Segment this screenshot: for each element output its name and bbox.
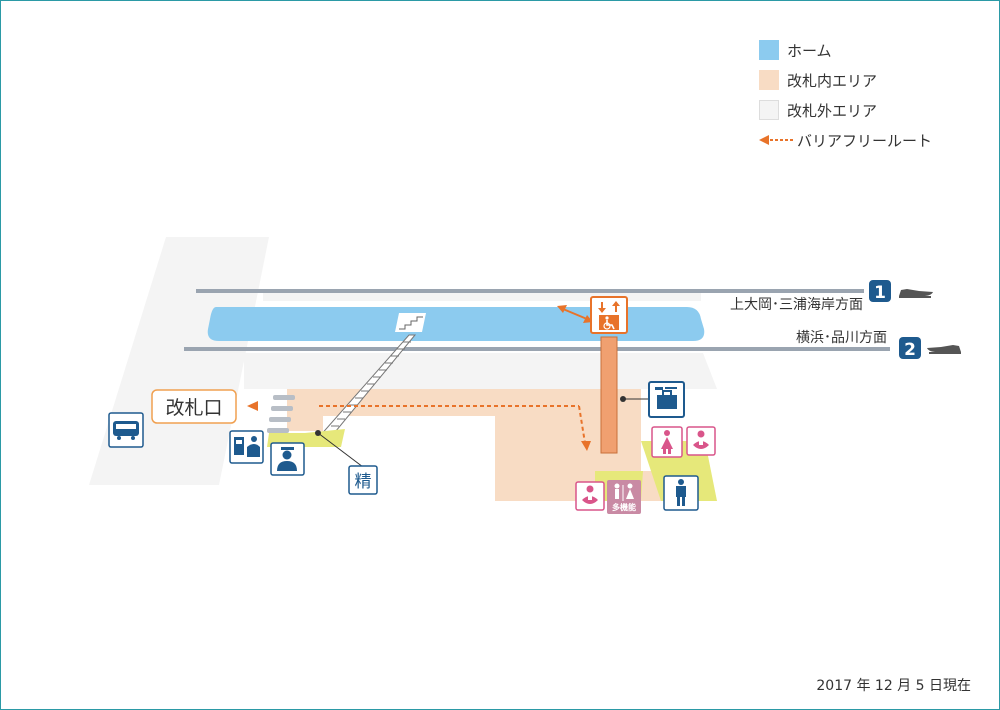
- track-1-rail: [196, 289, 864, 293]
- ticket-gate-label: 改札口: [151, 389, 237, 424]
- track-1-direction: 上大岡･三浦海岸方面: [730, 297, 863, 313]
- baby-care-icon[interactable]: [686, 426, 716, 456]
- inside-area: [287, 389, 641, 501]
- train-icon: [899, 289, 933, 298]
- station-staff-icon[interactable]: [270, 442, 305, 476]
- stairs-steps: [399, 316, 423, 330]
- legend-swatch-outside: [759, 100, 779, 120]
- date-stamp: 2017 年 12 月 5 日現在: [816, 678, 971, 694]
- elevator-icon[interactable]: [590, 296, 628, 334]
- mens-toilet-icon[interactable]: [663, 475, 699, 511]
- locker-leader-dot: [620, 396, 626, 402]
- legend-item-route: バリアフリールート: [759, 129, 932, 151]
- fare-adjust-text: 精: [355, 472, 372, 492]
- ticket-machine-icon[interactable]: [229, 430, 264, 464]
- route-arrowhead-gate: [247, 401, 258, 411]
- outside-concourse: [244, 353, 717, 389]
- route-arrowhead-down: [581, 441, 591, 451]
- fare-adjustment-icon[interactable]: 精: [348, 465, 378, 495]
- bus-icon[interactable]: [108, 412, 144, 448]
- legend-item-outside: 改札外エリア: [759, 99, 877, 121]
- legend-label-platform: ホーム: [787, 41, 832, 60]
- track-2-number: 2: [904, 340, 916, 360]
- ticket-gates: [267, 395, 295, 433]
- elevator-shaft: [600, 336, 618, 454]
- route-elevator-link: [562, 308, 588, 320]
- stair-treads: [331, 341, 411, 427]
- multipurpose-toilet-icon[interactable]: 多機能: [607, 480, 641, 514]
- track-1-number: 1: [874, 283, 886, 303]
- legend-item-platform: ホーム: [759, 39, 832, 61]
- legend-label-outside: 改札外エリア: [787, 101, 878, 120]
- train-icon-track-2: [927, 345, 961, 354]
- legend-swatch-platform: [759, 40, 779, 60]
- track-1-badge: 1: [869, 280, 891, 303]
- multipurpose-label: 多機能: [612, 502, 636, 512]
- fare-adjust-dot: [315, 430, 321, 436]
- ticket-gate-text: 改札口: [165, 397, 222, 419]
- track-2-rail: [184, 347, 890, 351]
- legend-item-inside: 改札内エリア: [759, 69, 877, 91]
- platform: [207, 307, 705, 341]
- track-2-badge: 2: [899, 337, 921, 360]
- route-arrowhead-left: [557, 305, 567, 313]
- fare-adjust-leader: [317, 432, 364, 468]
- legend-swatch-inside: [759, 70, 779, 90]
- legend-label-inside: 改札内エリア: [787, 71, 878, 90]
- route-arrow-icon: [759, 135, 793, 145]
- fare-yellow-zone: [301, 429, 345, 447]
- track-2-direction: 横浜･品川方面: [796, 330, 887, 346]
- locker-icon[interactable]: [648, 381, 685, 418]
- baby-care-icon-lower[interactable]: [575, 481, 605, 511]
- barrier-free-route-down: [578, 405, 586, 444]
- womens-toilet-icon[interactable]: [651, 426, 683, 458]
- legend-label-route: バリアフリールート: [797, 131, 933, 150]
